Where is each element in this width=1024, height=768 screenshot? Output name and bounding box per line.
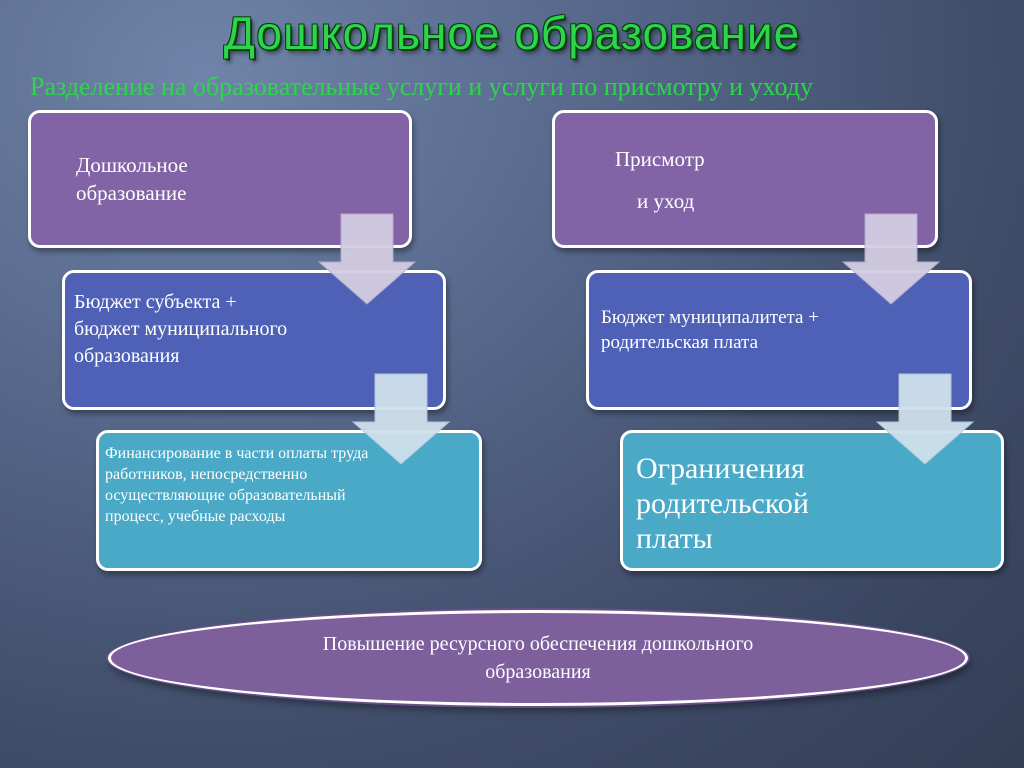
- right-middle-box-label: Бюджет муниципалитета + родительская пла…: [601, 307, 819, 353]
- page-title: Дошкольное образование: [223, 7, 801, 59]
- arrow-down-icon: [842, 213, 941, 305]
- page-subtitle: Разделение на образовательные услуги и у…: [30, 72, 813, 101]
- right-top-box-line2: и уход: [637, 189, 695, 213]
- left-top-box: Дошкольное образование: [28, 110, 412, 248]
- left-bottom-box-label: Финансирование в части оплаты труда рабо…: [105, 445, 369, 525]
- right-top-box-line1: Присмотр: [615, 147, 705, 171]
- right-bottom-box: Ограничения родительской платы: [620, 430, 1004, 571]
- arrow-down-icon: [352, 373, 451, 465]
- arrow-down-icon: [876, 373, 975, 465]
- left-top-box-label: Дошкольное образование: [76, 153, 188, 205]
- result-ellipse: Повышение ресурсного обеспечения дошколь…: [108, 610, 968, 706]
- right-bottom-box-label: Ограничения родительской платы: [636, 452, 809, 555]
- left-middle-box-label: Бюджет субъекта + бюджет муниципального …: [74, 291, 288, 367]
- result-ellipse-label: Повышение ресурсного обеспечения дошколь…: [322, 633, 754, 683]
- arrow-down-icon: [318, 213, 417, 305]
- left-bottom-box: Финансирование в части оплаты труда рабо…: [96, 430, 482, 571]
